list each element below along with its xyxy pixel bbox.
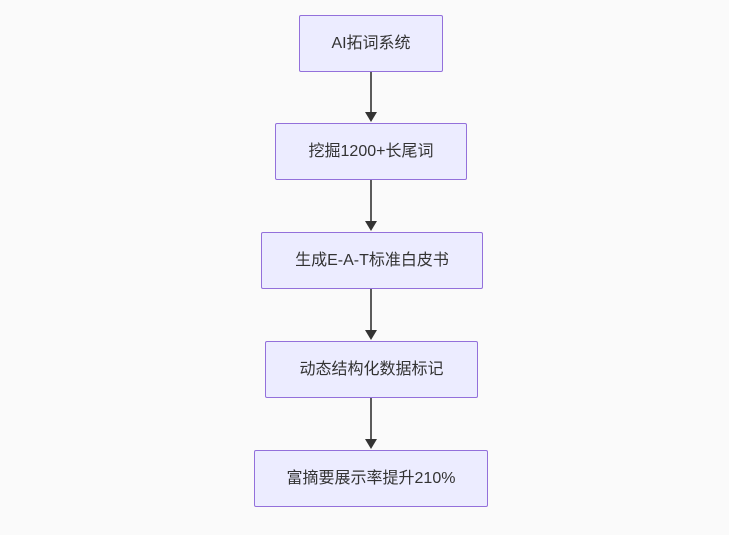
node-rich-snippet-rate-increase: 富摘要展示率提升210% [254, 450, 488, 507]
arrow-line [370, 72, 372, 112]
arrowhead-down-icon [365, 221, 377, 231]
node-label: 富摘要展示率提升210% [286, 469, 456, 487]
arrowhead-down-icon [365, 112, 377, 122]
node-longtail-keyword-mining: 挖掘1200+长尾词 [275, 123, 467, 180]
node-dynamic-structured-data-markup: 动态结构化数据标记 [265, 341, 478, 398]
arrowhead-down-icon [365, 330, 377, 340]
node-label: 动态结构化数据标记 [299, 360, 444, 378]
arrow-c-to-d [365, 289, 377, 340]
arrow-b-to-c [365, 180, 377, 231]
node-label: AI拓词系统 [331, 34, 411, 52]
arrow-d-to-e [365, 398, 377, 449]
arrow-a-to-b [365, 72, 377, 122]
arrow-line [370, 398, 372, 439]
node-eat-standard-whitepaper: 生成E-A-T标准白皮书 [261, 232, 483, 289]
node-label: 挖掘1200+长尾词 [308, 142, 434, 160]
node-ai-word-expansion-system: AI拓词系统 [299, 15, 443, 72]
arrow-line [370, 180, 372, 221]
node-label: 生成E-A-T标准白皮书 [295, 251, 449, 269]
arrow-line [370, 289, 372, 330]
arrowhead-down-icon [365, 439, 377, 449]
